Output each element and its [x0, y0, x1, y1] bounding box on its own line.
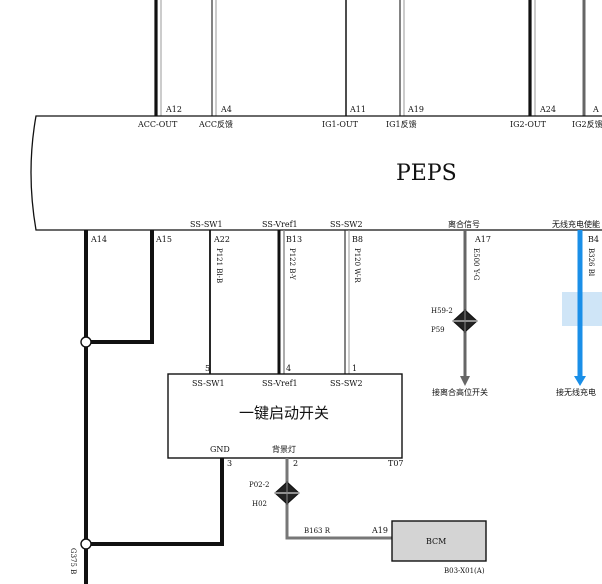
signal-label: SS-Vref1 [262, 220, 298, 229]
destination-label: 接离合高位开关 [432, 387, 488, 397]
connector-symbol [452, 309, 478, 333]
pin-number: 5 [205, 364, 210, 373]
connector-symbol [274, 481, 300, 505]
pin-label: A19 [371, 526, 388, 535]
switch-wires [209, 230, 350, 374]
signal-label: SS-SW2 [330, 379, 363, 388]
connector-label: P59 [431, 326, 445, 334]
module-id: T07 [388, 459, 404, 468]
signal-label: IG2-OUT [510, 120, 547, 129]
pin-number: 4 [286, 364, 291, 373]
pin-label: A22 [213, 235, 230, 244]
signal-label: SS-SW1 [192, 379, 225, 388]
peps-title: PEPS [396, 161, 457, 186]
wire-label: B326 Bl [587, 248, 595, 277]
signal-label: IG1反馈 [386, 119, 417, 129]
signal-label: GND [210, 445, 230, 454]
pin-number: 1 [352, 364, 357, 373]
signal-label: 无线充电使能 [552, 219, 600, 229]
ground-network [84, 230, 224, 584]
signal-label: IG2反馈 [572, 119, 602, 129]
connector-id: B03-X01(A) [444, 567, 485, 575]
pin-number: 2 [293, 459, 298, 468]
pin-number: 3 [227, 459, 232, 468]
pin-label: A19 [407, 105, 424, 114]
connector-label: P02-2 [249, 481, 269, 489]
signal-label: ACC反馈 [198, 119, 233, 129]
pin-label: B8 [352, 235, 363, 244]
pin-label: A15 [155, 235, 172, 244]
wire-label: B163 R [304, 527, 331, 535]
splice-dot [80, 538, 92, 550]
wire-label: P121 Bl-B [215, 248, 223, 283]
signal-label: SS-SW2 [330, 220, 363, 229]
wire-label: E500 Y-G [472, 248, 480, 281]
signal-label: 离合信号 [448, 219, 480, 229]
peps-bottom-signals: SS-SW1 SS-Vref1 SS-SW2 离合信号 无线充电使能 [190, 219, 600, 229]
pin-label: A11 [349, 105, 366, 114]
pin-label: B4 [588, 235, 599, 244]
pin-label: A17 [474, 235, 491, 244]
bcm-module-box [391, 520, 487, 562]
pin-label: A4 [220, 105, 232, 114]
clutch-wire [460, 230, 470, 386]
pin-label: A12 [165, 105, 182, 114]
peps-bottom-pins: A14 A15 A22 B13 B8 A17 B4 [90, 235, 599, 244]
pin-label: A14 [90, 235, 107, 244]
top-wires [154, 0, 586, 116]
wire-label: P122 B-Y [288, 248, 296, 280]
connector-label: H02 [252, 500, 267, 508]
signal-label: SS-SW1 [190, 220, 223, 229]
pin-label: A24 [539, 105, 556, 114]
destination-label: 接无线充电 [556, 387, 596, 397]
pin-label: A [592, 105, 599, 114]
peps-top-pins: A12 ACC-OUT A4 ACC反馈 A11 IG1-OUT A19 IG1… [137, 105, 602, 129]
signal-label: IG1-OUT [322, 120, 359, 129]
switch-module-title: 一键启动开关 [239, 404, 329, 422]
signal-label: 背景灯 [272, 444, 296, 454]
wire-label: P120 W-R [353, 248, 361, 283]
wireless-wire [574, 230, 586, 386]
signal-label: SS-Vref1 [262, 379, 298, 388]
switch-module-box [167, 373, 403, 459]
wire-label: G375 B [69, 548, 77, 574]
splice-dot [80, 336, 92, 348]
bcm-label: BCM [426, 537, 446, 546]
connector-label: H59-2 [431, 307, 453, 315]
pin-label: B13 [286, 235, 302, 244]
peps-module-outline [30, 115, 602, 231]
signal-label: ACC-OUT [137, 120, 178, 129]
